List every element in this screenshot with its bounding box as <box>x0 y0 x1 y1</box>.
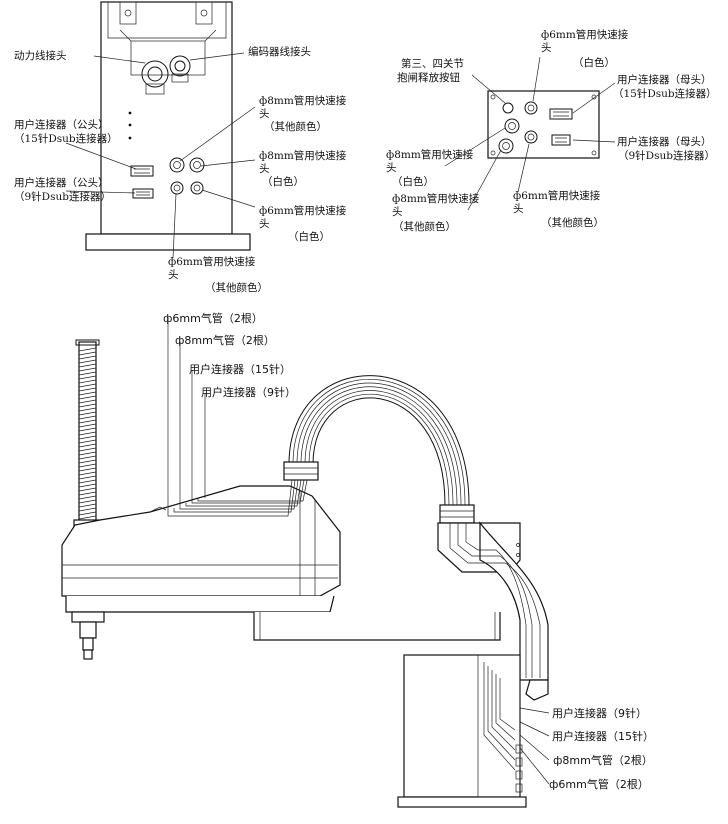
label-fit6-other-1: ф6mm管用快速接 <box>168 255 256 268</box>
label-tr-fit6-other-3: （其他颜色） <box>541 216 604 229</box>
fitting-6mm-other-icon <box>524 130 538 144</box>
ball-screw-shaft <box>73 339 103 535</box>
label-fit8-white-2: 头 <box>259 163 270 175</box>
label-brake-release-1: 第三、四关节 <box>401 57 464 70</box>
label-fit6-other-2: 头 <box>168 269 179 281</box>
label-air-6mm-top: ф6mm气管（2根） <box>163 311 263 325</box>
fitting-6mm-white-icon <box>524 101 538 115</box>
fitting-8mm-white-icon <box>189 157 205 173</box>
arm-connector-panel <box>444 56 616 211</box>
label-user-15-top: 用户连接器（15针） <box>189 362 291 376</box>
label-tr-fit8-other-1: ф8mm管用快速接 <box>392 192 480 205</box>
label-fit8-white-3: （白色） <box>262 175 304 188</box>
label-user-conn-9-male-1: 用户连接器（公头） <box>14 176 109 189</box>
label-user-conn-9-female-2: （9针Dsub连接器） <box>618 149 715 162</box>
label-encoder-connector: 编码器线接头 <box>248 45 311 58</box>
fitting-8mm-other-icon <box>498 138 514 154</box>
label-fit8-white-1: ф8mm管用快速接 <box>259 149 347 162</box>
label-tr-fit8-other-3: （其他颜色） <box>393 220 456 233</box>
label-fit8-other-3: （其他颜色） <box>264 120 327 133</box>
label-air-8mm-top: ф8mm气管（2根） <box>175 333 275 347</box>
fitting-8mm-white-icon <box>504 118 520 134</box>
fitting-6mm-white-icon <box>190 181 204 195</box>
power-connector-icon <box>141 60 169 95</box>
label-tr-fit6-other-1: ф6mm管用快速接 <box>513 189 601 202</box>
label-user-conn-15-male-2: （15针Dsub连接器） <box>14 132 118 145</box>
label-power-connector: 动力线接头 <box>14 49 67 62</box>
elbow-housing <box>437 521 549 701</box>
dsub-15-male-icon <box>130 165 154 177</box>
label-user-conn-15-female-1: 用户连接器（母头） <box>617 73 712 86</box>
label-fit6-other-3: （其他颜色） <box>205 281 268 294</box>
fitting-6mm-other-icon <box>170 181 184 195</box>
scara-robot-side-view <box>61 318 550 808</box>
label-tr-fit6-white-1: ф6mm管用快速接 <box>541 28 629 41</box>
label-user-9-bottom: 用户连接器（9针） <box>552 706 647 720</box>
label-user-conn-9-male-2: （9针Dsub连接器） <box>14 190 111 203</box>
base-column <box>397 654 527 808</box>
label-fit8-other-2: 头 <box>259 108 270 120</box>
tool-flange <box>71 611 105 660</box>
arm-cable-route <box>149 479 308 517</box>
label-fit6-white-2: 头 <box>259 218 270 230</box>
label-tr-fit8-other-2: 头 <box>392 206 403 218</box>
label-user-conn-9-female-1: 用户连接器（母头） <box>617 135 712 148</box>
encoder-connector-icon <box>169 55 191 83</box>
label-air-8mm-bottom: ф8mm气管（2根） <box>553 753 653 767</box>
label-user-conn-15-female-2: （15针Dsub连接器） <box>613 87 717 100</box>
label-tr-fit6-white-3: （白色） <box>573 56 615 69</box>
brake-release-button-icon <box>502 102 514 114</box>
label-tr-fit8-white-1: ф8mm管用快速接 <box>386 148 474 161</box>
arm-2 <box>61 485 501 641</box>
label-tr-fit8-white-3: （白色） <box>392 175 434 188</box>
dsub-15-female-icon <box>549 108 573 120</box>
label-user-conn-15-male-1: 用户连接器（公头） <box>14 118 109 131</box>
label-tr-fit6-other-2: 头 <box>513 203 524 215</box>
label-brake-release-2: 抱闸释放按钮 <box>397 71 460 84</box>
label-tr-fit8-white-2: 头 <box>386 162 397 174</box>
label-fit6-white-3: （白色） <box>288 230 330 243</box>
label-tr-fit6-white-2: 头 <box>541 42 552 54</box>
label-air-6mm-bottom: ф6mm气管（2根） <box>549 777 649 791</box>
base-connector-panel <box>65 1 256 259</box>
label-fit8-other-1: ф8mm管用快速接 <box>259 94 347 107</box>
label-user-15-bottom: 用户连接器（15针） <box>552 729 654 743</box>
fitting-8mm-other-icon <box>169 157 185 173</box>
label-user-9-top: 用户连接器（9针） <box>201 385 296 399</box>
dsub-9-female-icon <box>551 134 571 146</box>
dsub-9-male-icon <box>132 188 154 199</box>
label-fit6-white-1: ф6mm管用快速接 <box>259 204 347 217</box>
